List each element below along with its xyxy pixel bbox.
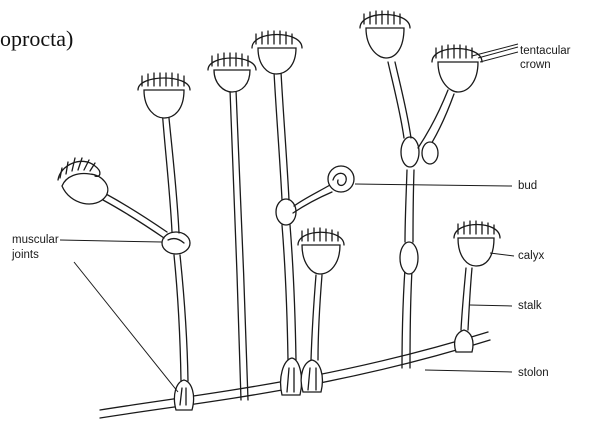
leader-tentacular (472, 44, 518, 62)
zooid-branching-bud (252, 31, 332, 395)
title-fragment: oprocta) (0, 26, 73, 51)
label-joints: joints (11, 249, 39, 261)
zooid-tall-single (208, 53, 256, 400)
leader-muscular-lower (74, 262, 178, 392)
bud-shape (328, 166, 354, 192)
label-calyx: calyx (518, 250, 544, 262)
label-tentacular: tentacular (520, 45, 571, 57)
zooid-tall-right (360, 11, 482, 368)
leader-muscular-upper (60, 240, 162, 242)
label-stolon: stolon (518, 367, 549, 379)
label-bud: bud (518, 180, 537, 192)
label-crown: crown (520, 59, 551, 71)
leader-bud (355, 184, 512, 186)
leader-stolon (425, 370, 512, 372)
label-muscular: muscular (12, 234, 59, 246)
zooid-short-middle (298, 228, 344, 392)
leader-calyx (490, 253, 514, 256)
zooid-small-right (454, 221, 500, 352)
label-stalk: stalk (518, 300, 542, 312)
leader-stalk (470, 305, 512, 306)
